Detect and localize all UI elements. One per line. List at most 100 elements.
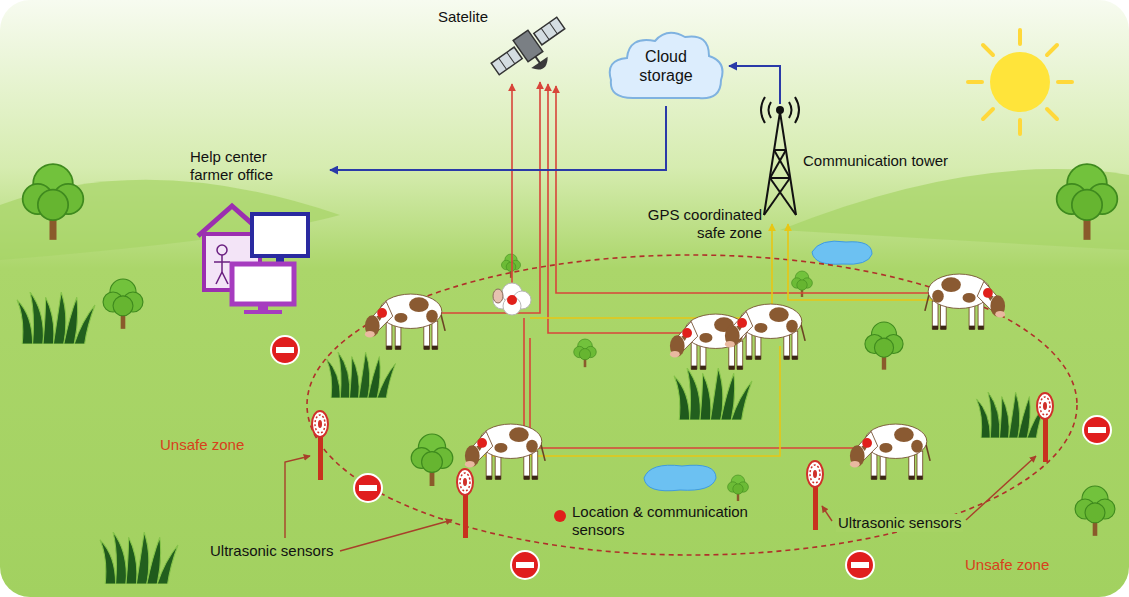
help-center-icon-part	[232, 264, 294, 304]
grass-tuft	[674, 368, 752, 420]
leader-lines-part	[285, 456, 310, 538]
cow	[465, 424, 545, 480]
leader-lines-part	[340, 520, 452, 551]
data-link	[330, 106, 666, 170]
communication-tower-icon-part	[761, 97, 765, 123]
communication-tower-icon-part	[795, 97, 799, 123]
sun-part-part	[1047, 45, 1057, 55]
sun-part-part	[968, 80, 982, 84]
satellite-icon-part	[535, 57, 540, 64]
tree	[411, 434, 453, 486]
cow	[925, 274, 1005, 330]
tree	[1057, 164, 1118, 240]
cow	[850, 424, 930, 480]
satellite-icon-part	[499, 58, 507, 69]
satellite-links-part	[381, 82, 540, 313]
grass-tuft	[327, 352, 396, 398]
grass-tuft	[17, 292, 95, 344]
leader-lines-part	[822, 506, 832, 521]
ultrasonic-sensor	[312, 411, 328, 480]
communication-tower-icon-part	[777, 107, 783, 113]
satellite-links-part	[530, 338, 866, 448]
node-text: Help center farmer office	[190, 148, 290, 184]
help-center-node: Help center farmer office	[190, 148, 330, 316]
sun	[968, 30, 1072, 134]
satellite-icon-part	[531, 57, 551, 74]
zone-label: Unsafe zone	[160, 436, 244, 454]
sun-part	[968, 30, 1072, 134]
leader-lines	[285, 456, 1036, 551]
sensor-label: Ultrasonic sensors	[836, 514, 963, 532]
help-center-icon-part	[216, 272, 222, 284]
satellite-links	[381, 82, 989, 448]
satellite-icon-part	[491, 47, 522, 75]
help-center-icon-part	[221, 255, 223, 272]
communication-tower-icon-part	[774, 150, 790, 178]
communication-tower-icon-part	[770, 150, 786, 178]
communication-tower-icon-part	[789, 102, 792, 118]
pond	[644, 465, 716, 491]
pond	[812, 241, 872, 264]
sun-part-part	[1018, 30, 1022, 44]
satellite-icon-part	[541, 28, 549, 39]
communication-tower-node: Communication tower	[755, 104, 952, 176]
no-entry-sign	[846, 551, 874, 579]
ultrasonic-sensor	[807, 461, 823, 530]
communication-tower-icon-part	[770, 178, 796, 215]
cloud-storage-node: Cloud storage	[603, 26, 729, 106]
grass-tuft	[977, 392, 1046, 438]
sensor-label: Location & communication sensors	[572, 503, 772, 539]
safe-zone-boundary	[307, 255, 1077, 555]
node-text: Cloud storage	[624, 47, 708, 85]
node-text: Communication tower	[803, 152, 948, 170]
tree	[103, 279, 143, 329]
data-link	[729, 66, 780, 104]
tree	[1075, 486, 1115, 536]
sun-part-part	[1058, 80, 1072, 84]
sun-part-part	[983, 45, 993, 55]
sheep-part	[507, 295, 517, 305]
no-entry-sign	[271, 336, 299, 364]
no-entry-sign	[511, 551, 539, 579]
sensor-dot	[554, 510, 566, 522]
communication-tower-icon-part	[770, 177, 790, 179]
tree	[728, 475, 749, 501]
sun-part-part	[1047, 109, 1057, 119]
help-center-icon-part	[217, 245, 227, 255]
satellite-icon-part	[534, 17, 565, 45]
zone-label: Unsafe zone	[965, 556, 1049, 574]
tree	[501, 254, 520, 278]
communication-tower-icon-part	[769, 102, 772, 118]
help-center-icon-part	[258, 304, 268, 310]
help-center-icon-part	[244, 310, 282, 314]
help-center-icon	[198, 206, 308, 314]
satellite-icon-part	[507, 52, 515, 63]
cloud-outline	[610, 33, 723, 98]
tower-links	[484, 224, 989, 456]
no-entry-sign	[354, 474, 382, 502]
node-text: Satelite	[438, 8, 488, 26]
sheep	[493, 283, 531, 315]
sun-part	[990, 52, 1050, 112]
satellite-node: Satelite	[438, 8, 488, 26]
ultrasonic-sensor	[457, 469, 473, 538]
leader-lines-part	[966, 456, 1036, 520]
satellite-icon	[488, 12, 576, 91]
sensor-label: Ultrasonic sensors	[210, 542, 333, 560]
no-entry-sign	[1083, 416, 1111, 444]
cow	[365, 294, 445, 350]
sun-part-part	[1018, 120, 1022, 134]
tree	[23, 164, 84, 240]
sun-part-part	[983, 109, 993, 119]
tree	[574, 339, 597, 367]
sheep-part	[493, 289, 503, 303]
zone-label: GPS coordinated safe zone	[622, 206, 762, 242]
help-center-icon-part	[214, 261, 230, 263]
cow	[925, 274, 1005, 330]
communication-tower-icon	[761, 97, 799, 215]
ultrasonic-sensor	[1037, 393, 1053, 462]
